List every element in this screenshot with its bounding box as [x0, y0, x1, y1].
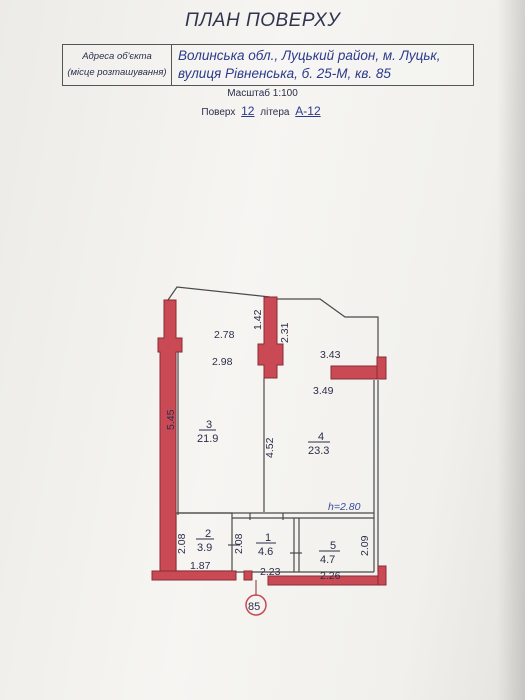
dim-1-87: 1.87	[190, 560, 211, 572]
address-line1: Волинська обл., Луцький район, м. Луцьк,	[178, 48, 441, 63]
litera-value: А-12	[295, 104, 321, 118]
apartment-marker: 85	[245, 580, 267, 616]
bottom-right-corner	[377, 565, 387, 586]
room-labels: 3 21.9 4 23.3 2 3.9 1 4.6 5 4.7	[196, 419, 340, 566]
floor-line: Поверх 12 літера А-12	[0, 104, 525, 118]
dim-1-42: 1.42	[252, 309, 264, 330]
dim-2-26: 2.26	[320, 570, 341, 582]
dim-2-31: 2.31	[279, 322, 291, 343]
litera-label: літера	[260, 107, 290, 118]
dim-2-08-mid: 2.08	[233, 533, 245, 554]
dim-2-23: 2.23	[260, 566, 281, 578]
dim-4-52: 4.52	[264, 437, 276, 458]
room-5-area: 4.7	[320, 554, 335, 566]
dim-5-45: 5.45	[165, 409, 177, 430]
page-title: ПЛАН ПОВЕРХУ	[185, 10, 340, 31]
right-wall-block-2	[376, 356, 387, 380]
central-column	[257, 296, 284, 379]
room-3-number: 3	[206, 419, 212, 431]
address-table: Адреса об'єкта (місце розташування) Воли…	[62, 44, 474, 86]
room-2-area: 3.9	[197, 542, 212, 554]
address-label-cell: Адреса об'єкта (місце розташування)	[63, 45, 172, 85]
thick-walls	[151, 296, 387, 586]
room-4-number: 4	[318, 431, 324, 443]
room-3-area: 21.9	[197, 433, 218, 445]
room-1-number: 1	[265, 532, 271, 544]
address-line2: вулиця Рівненська, б. 25-М, кв. 85	[178, 66, 391, 81]
ceiling-height: h=2.80	[328, 501, 361, 513]
right-wall-block	[330, 365, 385, 380]
apartment-circle	[245, 594, 267, 616]
dim-3-49: 3.49	[313, 385, 334, 397]
floor-label: Поверх	[201, 107, 236, 118]
room-4-area: 23.3	[308, 445, 329, 457]
dim-2-98: 2.98	[212, 356, 233, 368]
address-value-cell: Волинська обл., Луцький район, м. Луцьк,…	[172, 45, 473, 85]
floor-number: 12	[241, 104, 255, 118]
scale-text: Масштаб 1:100	[227, 88, 298, 99]
bottom-wall-stub	[243, 570, 253, 581]
dim-2-78: 2.78	[214, 329, 235, 341]
room-2-number: 2	[205, 528, 211, 540]
dim-2-09: 2.09	[359, 535, 371, 556]
room-5-number: 5	[330, 540, 336, 552]
apartment-number: 85	[248, 601, 260, 613]
dim-2-08-left: 2.08	[176, 533, 188, 554]
address-label-line2: (місце розташування)	[67, 67, 167, 78]
top-wall-left	[167, 286, 271, 301]
bottom-wall-left	[151, 570, 237, 581]
dim-3-43: 3.43	[320, 349, 341, 361]
address-label-line1: Адреса об'єкта	[82, 51, 152, 62]
page-edge-shadow	[497, 0, 525, 700]
top-wall-right	[277, 298, 379, 366]
dimension-labels: 2.78 2.98 1.42 2.31 3.43 3.49 5.45 4.52 …	[165, 309, 371, 582]
room-1-area: 4.6	[258, 546, 273, 558]
